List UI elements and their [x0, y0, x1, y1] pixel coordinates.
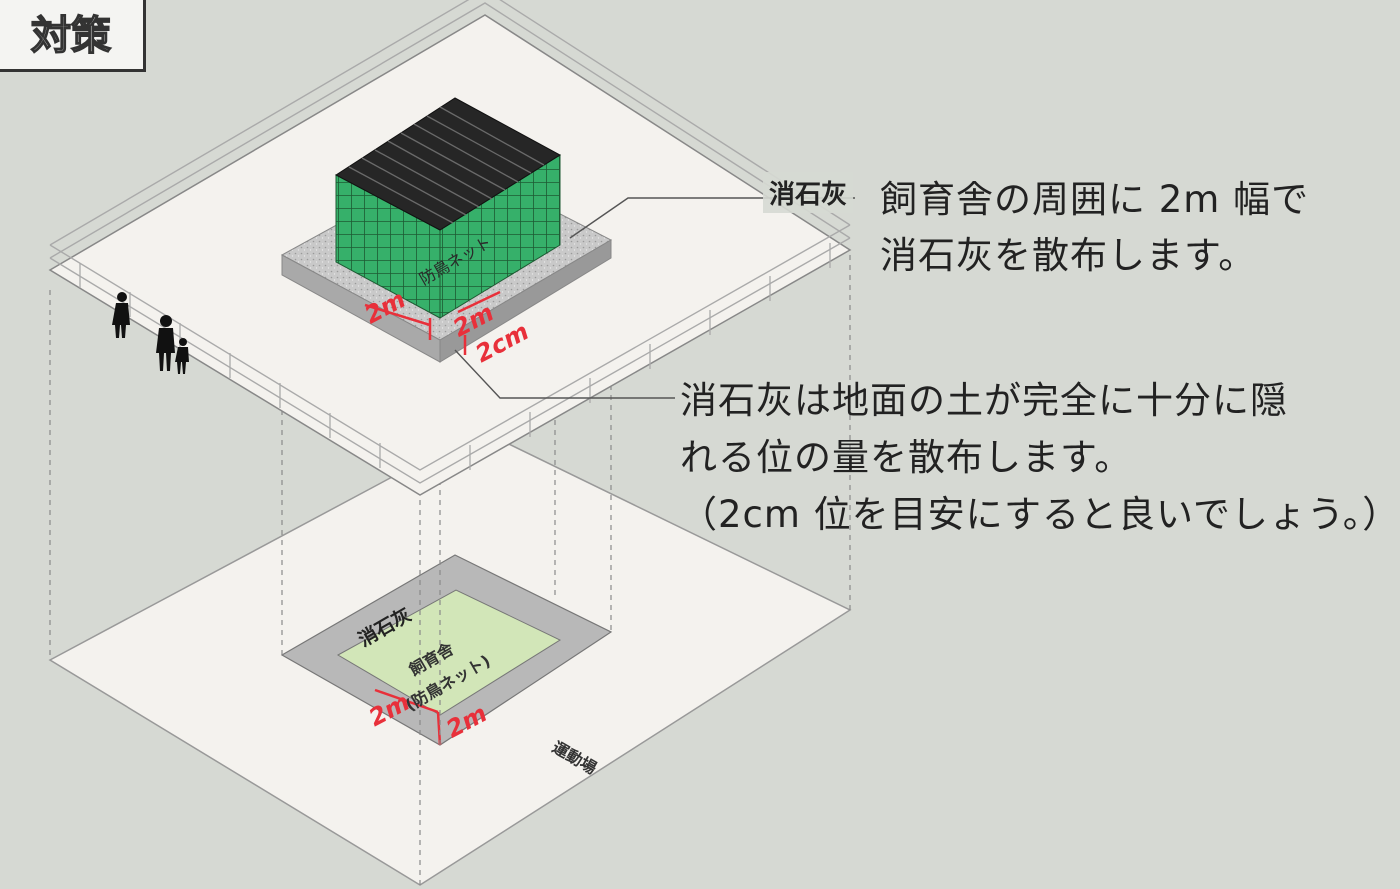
callout-line-4: れる位の量を散布します。	[680, 436, 1133, 479]
roof	[335, 97, 561, 231]
callout-spread-amount: 消石灰は地面の土が完全に十分に隠 れる位の量を散布します。 （2cm 位を目安に…	[680, 372, 1400, 543]
lower-plane	[48, 429, 852, 886]
callout-line-1: 飼育舎の周囲に 2m 幅で	[880, 178, 1310, 221]
lower-house-area	[336, 589, 562, 716]
upper-dimension-lines	[364, 290, 501, 355]
title-text: 対策	[30, 12, 112, 60]
lime-callout-tag: 消石灰	[763, 172, 854, 213]
callout-line-3: 消石灰は地面の土が完全に十分に隠	[680, 379, 1288, 422]
callout-spread-width: 飼育舎の周囲に 2m 幅で 消石灰を散布します。	[880, 172, 1309, 284]
people-silhouettes	[112, 292, 189, 374]
callout-line-2: 消石灰を散布します。	[880, 234, 1257, 277]
callout-line-5: （2cm 位を目安にすると良いでしょう。）	[680, 493, 1400, 536]
isometric-diagram: 防鳥ネット 2m 2m 2cm 消石灰 飼育舎 (防鳥ネット) 2m 2m 運動…	[48, 0, 855, 886]
net-building	[335, 97, 561, 319]
title-box: 対策	[0, 0, 146, 72]
